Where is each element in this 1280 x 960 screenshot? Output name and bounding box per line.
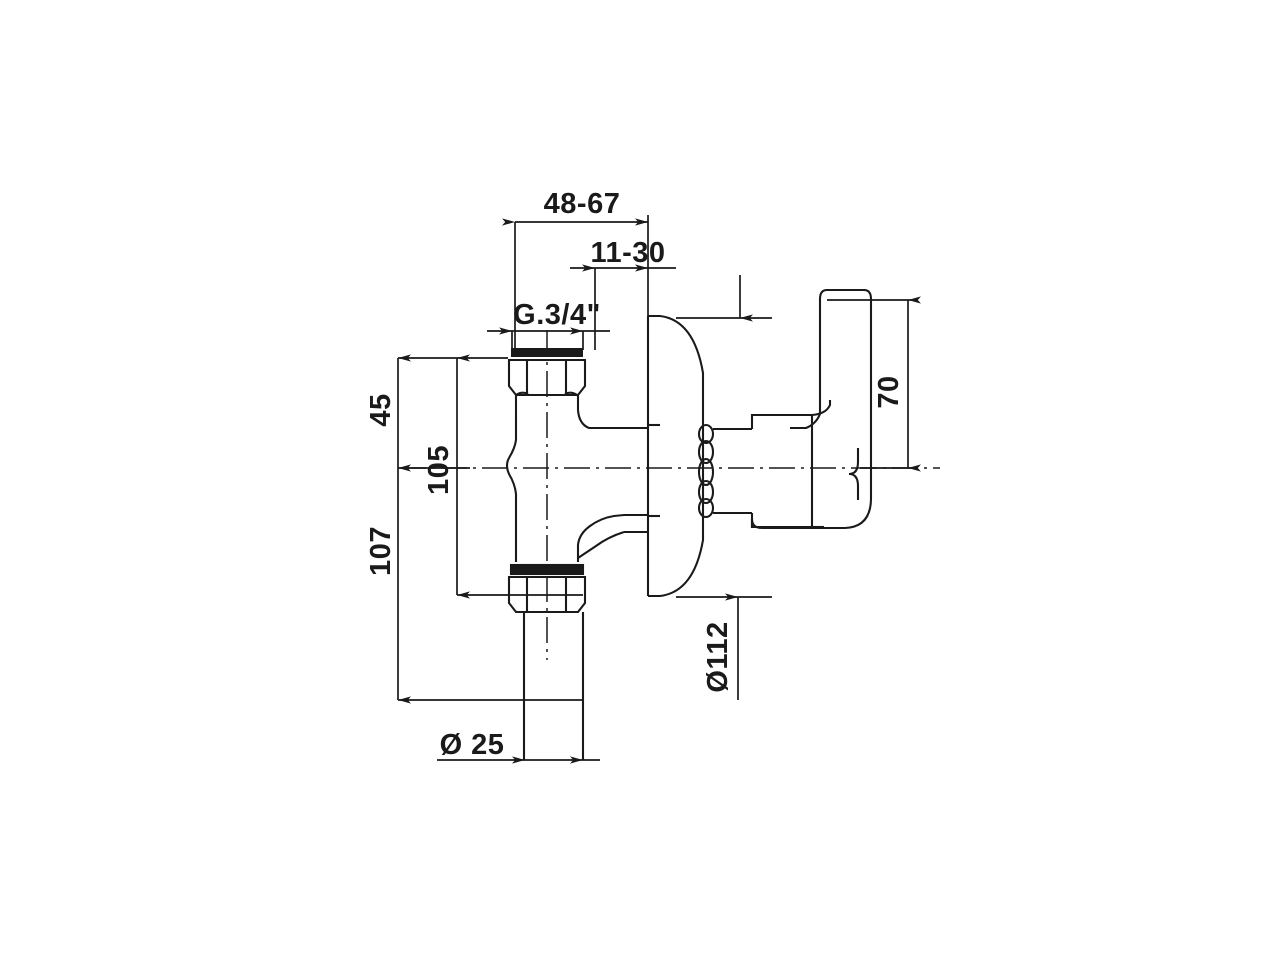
centerlines [400,330,940,660]
valve-body-outline [505,348,648,760]
dim-wall-offset [570,264,676,350]
dim-escutcheon-diameter [676,593,772,700]
label-thread-size: G.3/4" [513,299,601,331]
dim-center-height [456,354,583,599]
dim-escutcheon-top-leader [676,275,772,322]
label-escutcheon-diameter: Ø112 [702,621,734,692]
lever-handle [750,288,873,530]
label-wall-offset: 11-30 [590,237,665,269]
lever-handle-profile [752,413,821,430]
label-top-width: 48-67 [544,188,621,220]
dim-total-height [397,468,583,704]
knurled-ring-detail [697,423,715,519]
dim-thread-width [487,327,610,350]
outlet-spout-body [713,413,812,529]
label-center-height: 105 [423,445,455,495]
label-pipe-diameter: Ø 25 [440,729,505,761]
label-handle-height: 70 [873,375,905,408]
label-total-height: 107 [365,526,397,576]
dimension-lines [397,215,921,764]
dim-handle-height [827,296,921,472]
label-upper-height: 45 [365,393,397,426]
dimension-labels: 48-67 11-30 G.3/4" 45 105 107 70 Ø112 Ø … [365,188,905,761]
escutcheon-cover-plate [646,314,705,598]
